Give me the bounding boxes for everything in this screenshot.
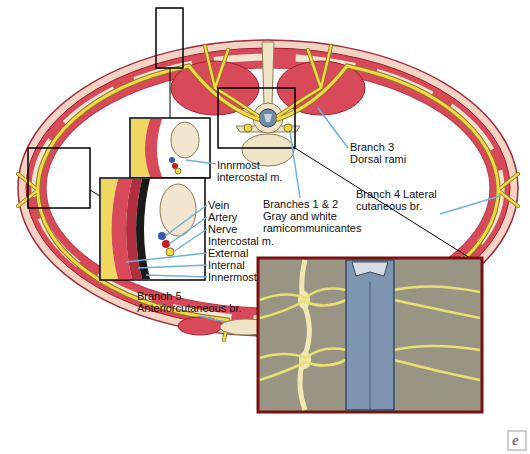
watermark-box bbox=[508, 431, 526, 450]
leader-lines bbox=[126, 108, 500, 322]
inset-frame bbox=[258, 258, 482, 412]
part-label: Branches 1 & 2 Gray and white ramicommun… bbox=[263, 198, 363, 234]
detail-frame bbox=[28, 148, 90, 208]
frame-link bbox=[170, 68, 171, 118]
frame-link bbox=[90, 190, 100, 196]
ganglion bbox=[284, 124, 292, 132]
detail-frame bbox=[218, 88, 295, 148]
inset-frame bbox=[130, 118, 210, 178]
nerve-dot bbox=[175, 168, 181, 174]
leader-line bbox=[146, 275, 207, 277]
nerve-root bbox=[394, 346, 480, 380]
leader-line bbox=[138, 265, 207, 268]
ganglion bbox=[244, 124, 252, 132]
leader-line bbox=[200, 316, 225, 322]
leader-line bbox=[440, 196, 500, 214]
part-label: Innermost bbox=[208, 271, 298, 283]
cord-midline bbox=[370, 282, 371, 410]
watermark: e bbox=[512, 432, 526, 448]
nerve-root bbox=[260, 300, 346, 318]
vein-dot bbox=[158, 232, 166, 240]
leader-line bbox=[169, 217, 207, 244]
spinal-cord bbox=[259, 109, 277, 127]
leader-line bbox=[126, 253, 207, 262]
part-label: Branch 4 Lateral cutaneous br. bbox=[356, 188, 468, 212]
spinous-process bbox=[262, 42, 274, 104]
gray-matter bbox=[264, 114, 272, 122]
sympathetic-chain bbox=[300, 260, 309, 410]
leader-line bbox=[318, 108, 348, 148]
part-label: Branoh 5 Anteriorcutaneous br. bbox=[137, 290, 257, 314]
leader-line bbox=[173, 229, 207, 252]
nerve-root bbox=[260, 360, 346, 380]
innermost-layer bbox=[136, 179, 150, 279]
dorsal-ramus bbox=[278, 46, 331, 116]
part-label: External bbox=[208, 247, 298, 259]
detail-frame bbox=[156, 8, 183, 68]
leader-line bbox=[290, 132, 300, 198]
nerve-root bbox=[260, 289, 346, 300]
chain-ganglion bbox=[299, 351, 311, 369]
part-label: Branch 3 Dorsal rami bbox=[350, 141, 415, 165]
cord-section bbox=[352, 262, 388, 276]
nerve-dot bbox=[166, 248, 174, 256]
vein-dot bbox=[169, 157, 175, 163]
leader-line bbox=[186, 160, 216, 164]
part-label: Intercostal m. bbox=[208, 235, 298, 247]
rib-section bbox=[171, 122, 199, 158]
dorsal-ramus bbox=[205, 46, 258, 116]
artery-dot bbox=[162, 240, 170, 248]
nerve-root bbox=[260, 349, 346, 358]
part-label: Internal bbox=[208, 259, 298, 271]
nerve-root bbox=[394, 286, 480, 318]
muscle-layer bbox=[145, 119, 162, 177]
spinal-cord-segment bbox=[346, 260, 394, 410]
part-label: Innrmost intercostal m. bbox=[217, 159, 295, 183]
